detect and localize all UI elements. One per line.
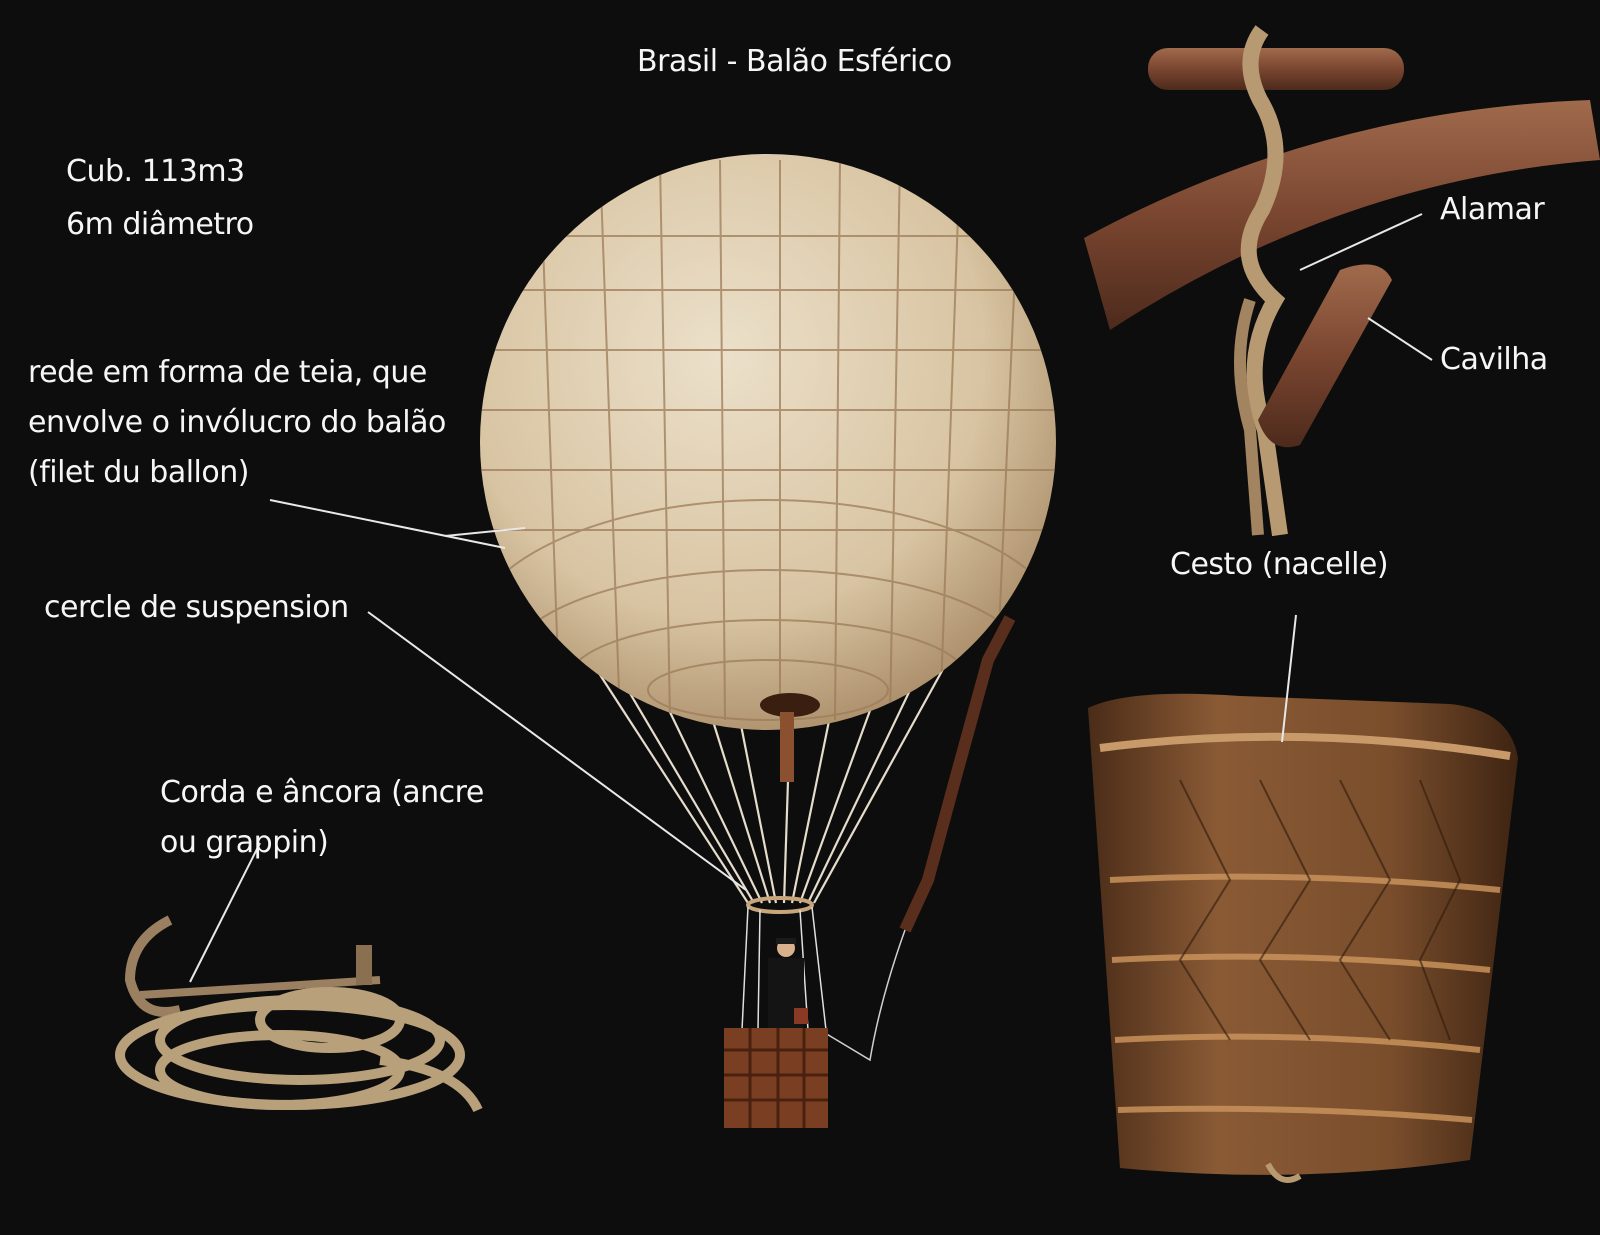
net-label-line-2: envolve o invólucro do balão (28, 405, 446, 440)
valve-rope (899, 615, 1016, 933)
capacity-label: Cub. 113m3 (66, 154, 245, 189)
net-label-line-1: rede em forma de teia, que (28, 355, 427, 390)
anchor-and-rope (115, 915, 483, 1113)
diameter-label: 6m diâmetro (66, 207, 254, 242)
net-label-line-3: (filet du ballon) (28, 455, 249, 490)
basket-label: Cesto (nacelle) (1170, 547, 1389, 582)
suspension-ring-label: cercle de suspension (44, 590, 349, 625)
diagram-title: Brasil - Balão Esférico (637, 44, 952, 79)
aeronaut-figure (768, 938, 808, 1028)
small-basket (724, 1028, 828, 1128)
toggle-detail (1084, 25, 1600, 537)
suspension-ring (746, 896, 814, 914)
peg-label: Cavilha (1440, 342, 1548, 377)
rope-anchor-label-line-2: ou grappin) (160, 825, 329, 860)
large-basket (1088, 693, 1518, 1183)
leader-lines (189, 213, 1433, 983)
toggle-label: Alamar (1440, 192, 1545, 227)
balloon-envelope (480, 154, 1056, 782)
rope-anchor-label-line-1: Corda e âncora (ancre (160, 775, 484, 810)
